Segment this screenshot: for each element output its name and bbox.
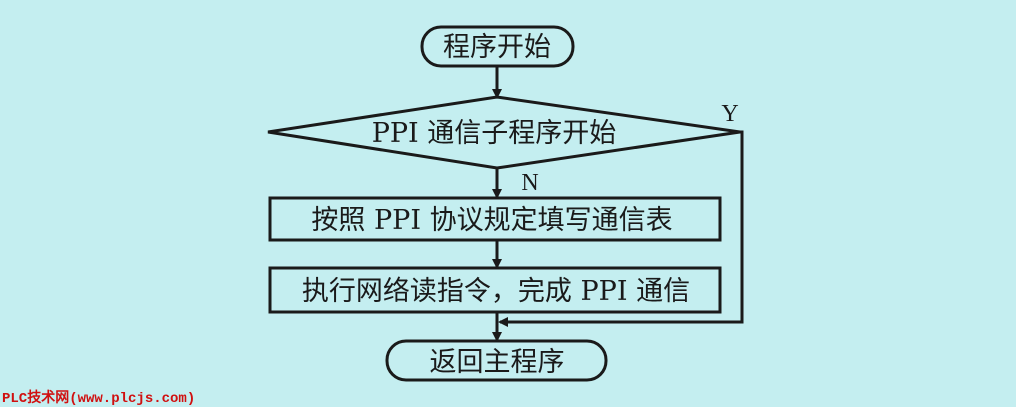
decision-label: PPI 通信子程序开始 (372, 118, 617, 149)
no-label: N (521, 170, 538, 196)
end-label: 返回主程序 (430, 347, 565, 378)
watermark: PLC技术网(www.plcjs.com) (2, 391, 196, 407)
step2-box (268, 266, 722, 314)
end-terminal (385, 339, 608, 382)
step2-label: 执行网络读指令，完成 PPI 通信 (302, 276, 690, 307)
yes-branch-line (498, 130, 744, 327)
yes-label: Y (721, 101, 738, 127)
start-label: 程序开始 (443, 32, 551, 63)
step1-box (268, 196, 722, 242)
step1-label: 按照 PPI 协议规定填写通信表 (311, 205, 672, 236)
